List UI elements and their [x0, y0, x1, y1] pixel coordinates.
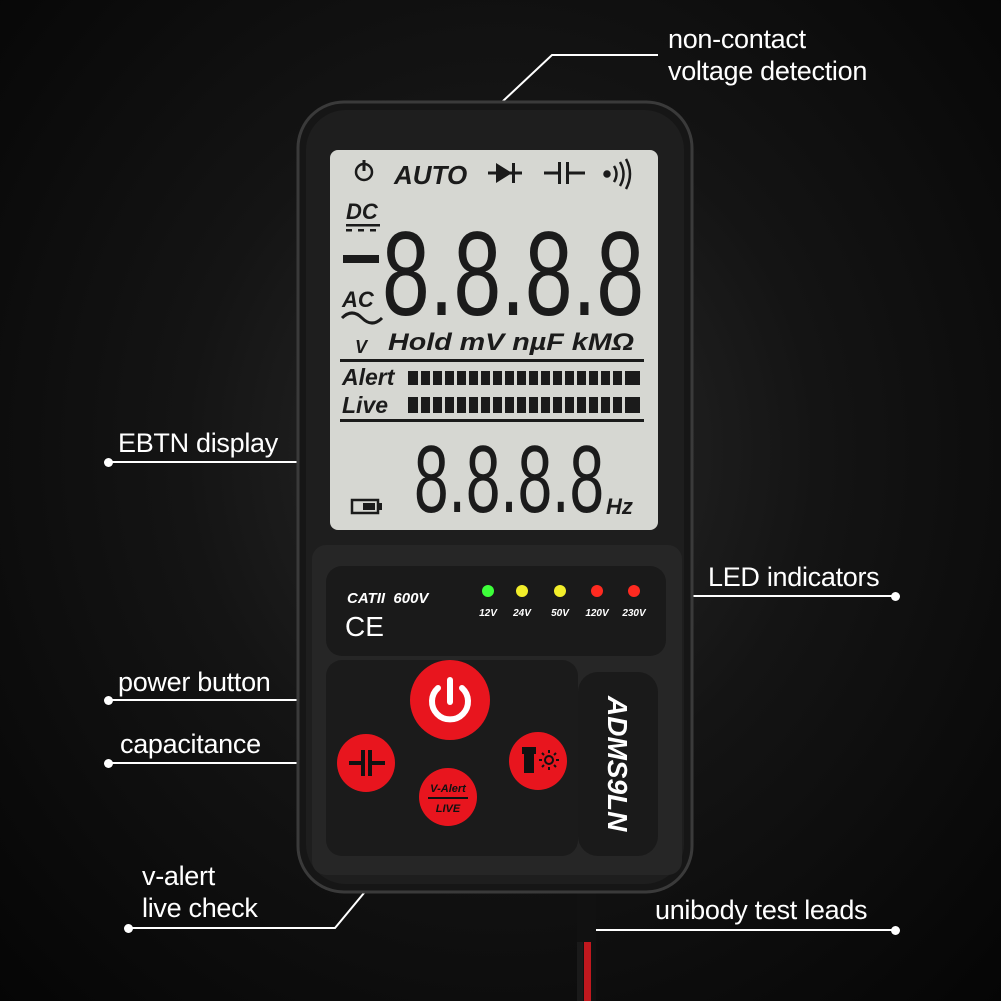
capacitor-icon	[349, 750, 385, 776]
cat-rating-label: CATII 600V	[347, 590, 430, 607]
buzzer-icon	[603, 158, 632, 190]
callout-led: LED indicators	[708, 562, 880, 592]
lcd-hz-label: Hz	[606, 494, 633, 519]
callout-dot	[891, 592, 900, 601]
battery-icon	[350, 498, 382, 515]
minus-segment	[343, 255, 379, 263]
capacitance-button[interactable]	[337, 734, 395, 792]
lcd-auto-label: AUTO	[393, 160, 467, 190]
led-label: 50V	[551, 608, 570, 619]
power-button[interactable]	[410, 660, 490, 740]
lcd-v-label: V	[355, 337, 369, 357]
ce-mark: CE	[345, 611, 384, 642]
led-24v	[516, 585, 528, 597]
led-label: 24V	[512, 608, 532, 619]
led-label: 120V	[585, 608, 610, 619]
led-label: 230V	[621, 608, 647, 619]
lcd-units-row: Hold mV nµF kMΩ	[388, 329, 634, 356]
callout-dot	[124, 924, 133, 933]
capacitor-symbol-icon	[544, 162, 585, 184]
flashlight-button[interactable]	[509, 732, 567, 790]
led-12v	[482, 585, 494, 597]
callout-valert-line1: v-alert	[142, 861, 215, 891]
model-plate	[578, 672, 658, 856]
valert-button-label: V-Alert	[430, 783, 467, 795]
led-230v	[628, 585, 640, 597]
callout-dot	[891, 926, 900, 935]
lcd-ac-label: AC	[341, 287, 375, 312]
power-icon	[429, 677, 471, 723]
callout-power: power button	[118, 667, 271, 697]
led-50v	[554, 585, 566, 597]
callout-dot	[104, 759, 113, 768]
auto-power-icon	[354, 160, 374, 182]
callout-valert-line2: live check	[142, 893, 258, 923]
led-120v	[591, 585, 603, 597]
callout-capacitance: capacitance	[120, 729, 261, 759]
test-leads	[577, 892, 596, 1001]
lcd-live-label: Live	[342, 392, 388, 418]
lcd-screen	[330, 150, 658, 530]
model-label: ADMS9LN	[602, 695, 633, 832]
lcd-dc-label: DC	[346, 199, 379, 224]
valert-live-button[interactable]: V-Alert LIVE	[419, 768, 477, 826]
callout-noncontact-line2: voltage detection	[668, 56, 868, 86]
lcd-alert-label: Alert	[341, 364, 396, 390]
led-indicators: 12V 24V 50V 120V 230V	[479, 585, 647, 619]
lcd-main-digits: 8.8.8.8	[382, 207, 644, 341]
callout-noncontact-line1: non-contact	[668, 24, 806, 54]
leader-noncontact	[501, 54, 658, 103]
live-button-label: LIVE	[436, 803, 461, 815]
callout-dot	[104, 696, 113, 705]
flashlight-icon	[522, 747, 559, 773]
led-label: 12V	[479, 608, 498, 619]
lcd-sub-digits: 8.8.8.8	[414, 426, 604, 533]
callout-dot	[104, 458, 113, 467]
callout-display: EBTN display	[118, 428, 278, 458]
callout-leads: unibody test leads	[655, 895, 868, 925]
diode-icon	[488, 163, 522, 183]
